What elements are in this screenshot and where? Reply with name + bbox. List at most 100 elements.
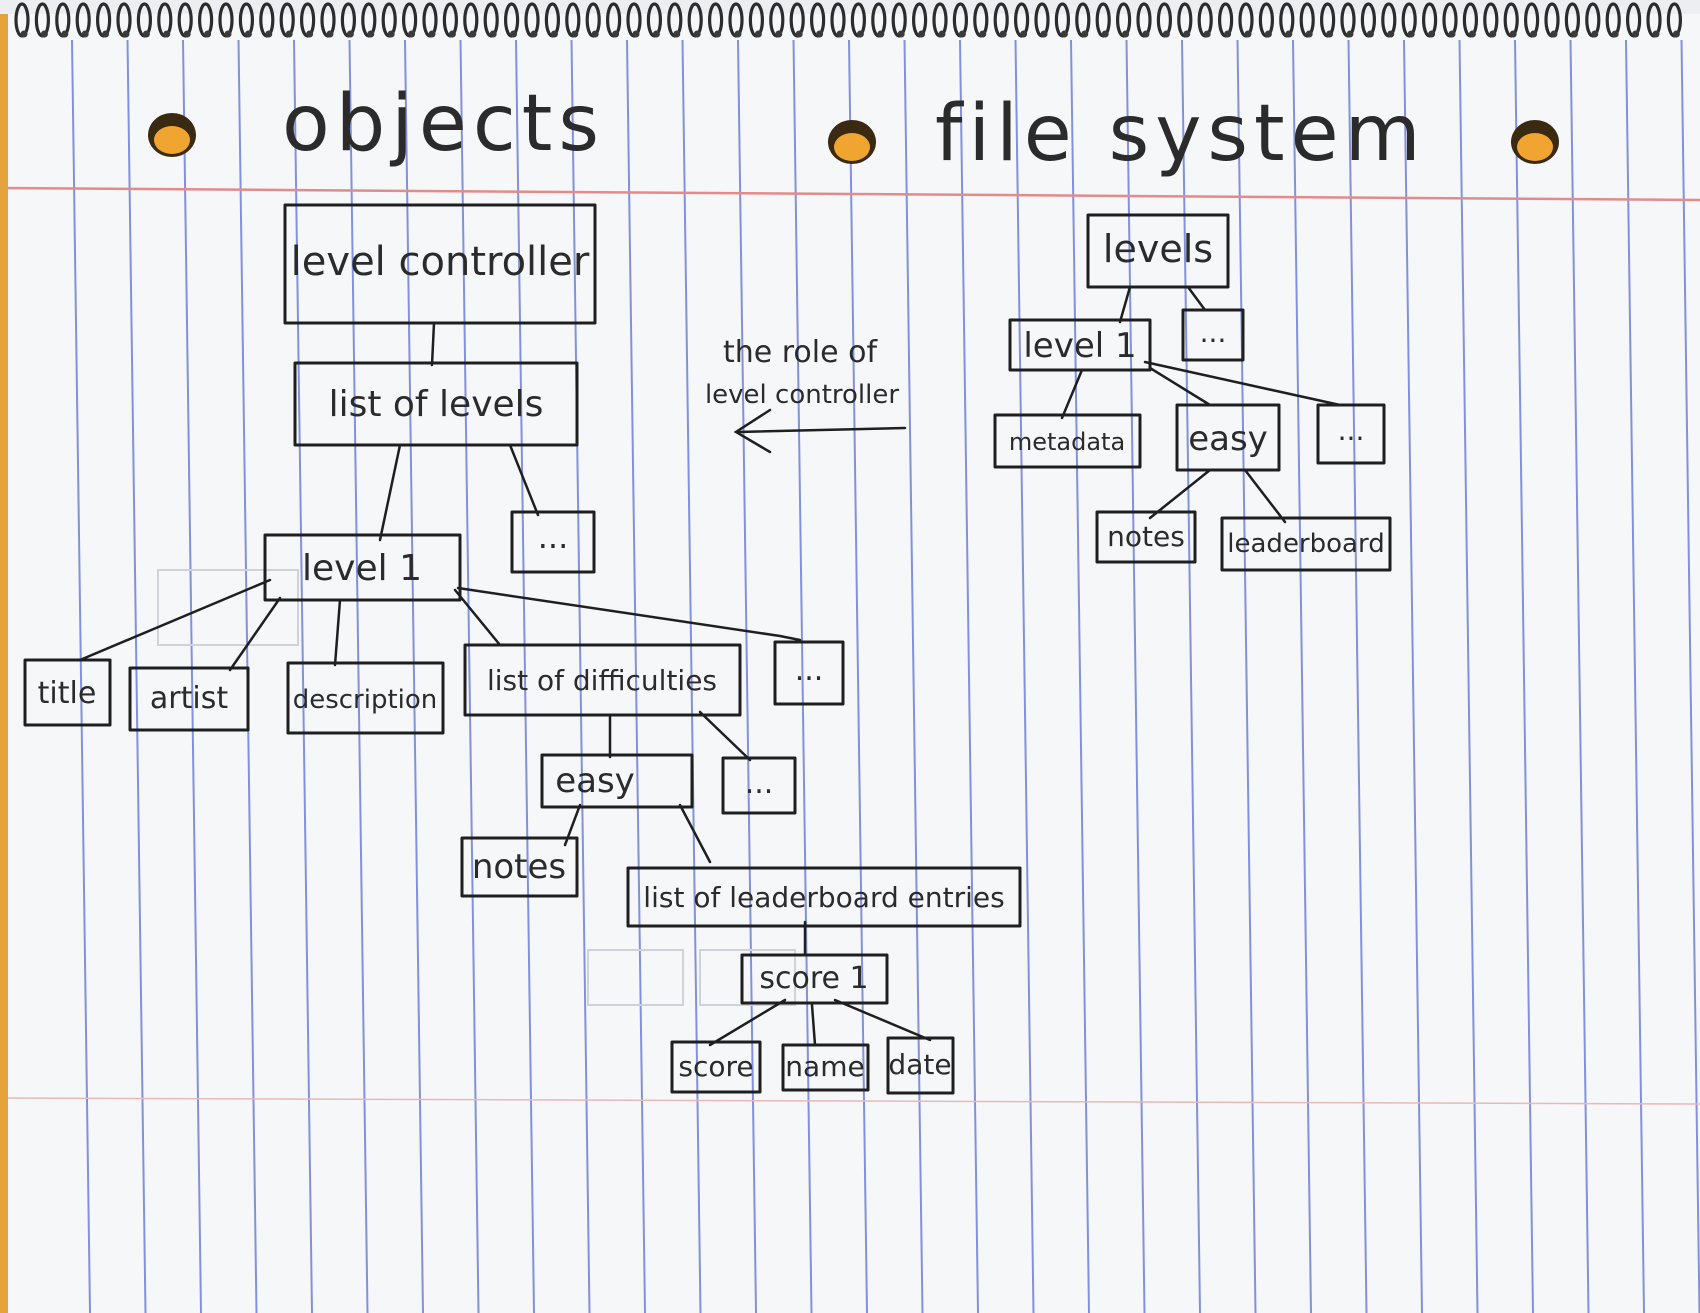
ghost-box-3 bbox=[699, 949, 796, 1006]
edge bbox=[456, 586, 802, 642]
spiral-hole bbox=[224, 30, 232, 38]
ghost-box-2 bbox=[587, 949, 684, 1006]
ruled-line bbox=[1125, 39, 1146, 1313]
ruled-line bbox=[1625, 39, 1645, 1313]
spiral-hole bbox=[591, 30, 599, 38]
spiral-hole bbox=[714, 30, 722, 38]
edge bbox=[1143, 360, 1342, 407]
spiral-hole bbox=[326, 30, 334, 38]
spiral-hole bbox=[1468, 30, 1476, 38]
spiral-hole bbox=[958, 30, 966, 38]
spiral-hole bbox=[836, 30, 844, 38]
spiral-hole bbox=[530, 30, 538, 38]
spiral-hole bbox=[1060, 30, 1068, 38]
fs-easy-box bbox=[1175, 403, 1281, 472]
node-list-of-levels-box bbox=[293, 361, 579, 447]
punch-hole-left-inner bbox=[154, 126, 190, 154]
spiral-hole bbox=[1570, 30, 1578, 38]
spiral-hole bbox=[142, 30, 150, 38]
spiral-hole bbox=[734, 30, 742, 38]
spiral-hole bbox=[1142, 30, 1150, 38]
node-easy: easy bbox=[555, 761, 635, 801]
fs-leaderboard: leaderboard bbox=[1227, 529, 1384, 559]
node-description: description bbox=[293, 685, 438, 715]
spiral-hole bbox=[489, 30, 497, 38]
ruled-line bbox=[570, 39, 591, 1313]
arrow-head bbox=[733, 408, 772, 454]
spiral-hole bbox=[1407, 30, 1415, 38]
ruled-line bbox=[1458, 39, 1479, 1313]
spiral-hole bbox=[204, 30, 212, 38]
spiral-hole bbox=[1387, 30, 1395, 38]
objects-tree: level controller list of levels level 1 … bbox=[23, 203, 1022, 1095]
spiral-hole bbox=[1550, 30, 1558, 38]
edge bbox=[333, 598, 342, 667]
spiral-hole bbox=[652, 30, 660, 38]
spiral-hole bbox=[1591, 30, 1599, 38]
node-score: score bbox=[678, 1050, 753, 1083]
node-description-box bbox=[286, 661, 445, 735]
ruled-line bbox=[1680, 39, 1700, 1313]
spiral-hole bbox=[1305, 30, 1313, 38]
node-levels-more-box bbox=[510, 510, 596, 574]
ruled-line bbox=[848, 39, 868, 1313]
fs-level1: level 1 bbox=[1023, 326, 1136, 366]
fs-level1-box bbox=[1008, 318, 1152, 372]
node-list-of-levels: list of levels bbox=[329, 384, 544, 425]
ruled-line bbox=[1569, 39, 1590, 1313]
punch-hole-right-inner bbox=[1517, 133, 1553, 161]
ruled-line bbox=[1403, 39, 1423, 1313]
node-artist: artist bbox=[150, 681, 228, 716]
spiral-binding bbox=[0, 0, 1700, 38]
spiral-hole bbox=[856, 30, 864, 38]
spiral-hole bbox=[346, 30, 354, 38]
spiral-hole bbox=[1285, 30, 1293, 38]
spiral-hole bbox=[816, 30, 824, 38]
spiral-hole bbox=[1428, 30, 1436, 38]
fs-level-more: ... bbox=[1338, 414, 1365, 447]
annotation-line1: the role of bbox=[723, 335, 878, 370]
fs-levels-more: ... bbox=[1200, 316, 1227, 349]
spiral-hole bbox=[1632, 30, 1640, 38]
node-score-box bbox=[670, 1040, 762, 1094]
node-score1: score 1 bbox=[759, 961, 868, 996]
ruled-line bbox=[459, 39, 480, 1313]
spiral-hole bbox=[979, 30, 987, 38]
ruled-line bbox=[1514, 39, 1534, 1313]
ghost-box-1 bbox=[157, 569, 299, 646]
spiral-hole bbox=[285, 30, 293, 38]
fs-easy: easy bbox=[1188, 419, 1268, 459]
annotation-line2: level controller bbox=[705, 380, 899, 410]
edge bbox=[1243, 468, 1287, 524]
edge bbox=[78, 578, 272, 662]
spiral-hole bbox=[1652, 30, 1660, 38]
node-level-more-box bbox=[773, 640, 845, 706]
spiral-hole bbox=[1183, 30, 1191, 38]
ruled-line bbox=[1347, 39, 1368, 1313]
spiral-hole bbox=[1224, 30, 1232, 38]
node-difficulties-more: ... bbox=[745, 766, 774, 801]
ruled-line bbox=[1070, 39, 1090, 1313]
spiral-hole bbox=[1509, 30, 1517, 38]
ruled-line bbox=[903, 39, 924, 1313]
fs-notes-box bbox=[1095, 510, 1197, 564]
spiral-hole bbox=[1489, 30, 1497, 38]
node-notes-box bbox=[460, 836, 579, 898]
node-leaderboard-entries: list of leaderboard entries bbox=[643, 881, 1004, 914]
node-level-more: ... bbox=[795, 653, 824, 688]
spiral-hole bbox=[510, 30, 518, 38]
spiral-hole bbox=[1162, 30, 1170, 38]
fs-levels-more-box bbox=[1181, 308, 1245, 362]
spiral-hole bbox=[550, 30, 558, 38]
spiral-hole bbox=[795, 30, 803, 38]
node-level1-box bbox=[263, 533, 462, 602]
spiral-hole bbox=[1020, 30, 1028, 38]
spiral-hole bbox=[938, 30, 946, 38]
node-artist-box bbox=[128, 666, 250, 732]
spiral-hole bbox=[265, 30, 273, 38]
spiral-hole bbox=[877, 30, 885, 38]
node-leaderboard-entries-box bbox=[626, 866, 1022, 928]
spiral-hole bbox=[1530, 30, 1538, 38]
